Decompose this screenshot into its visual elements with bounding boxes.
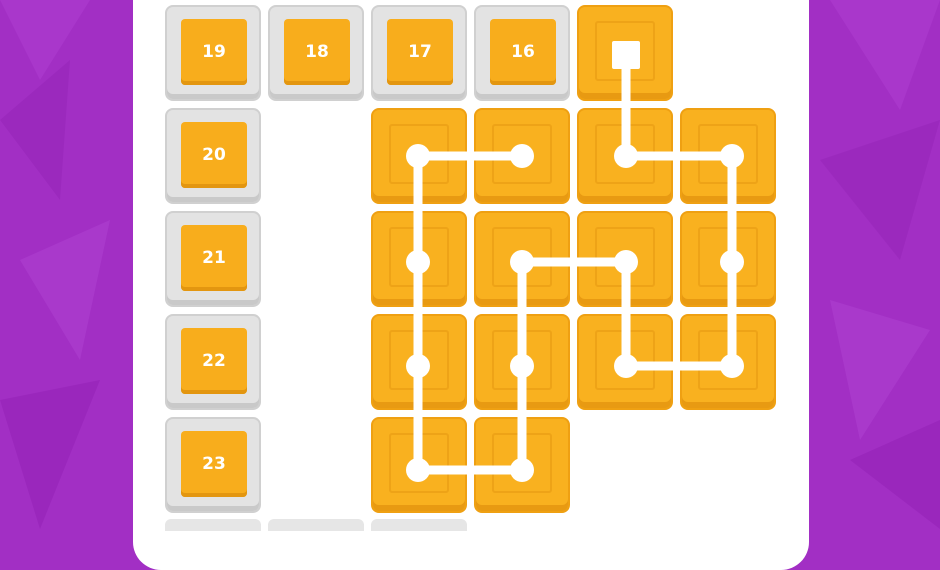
number-tile: 17 [387, 19, 453, 85]
cell-inner [698, 124, 758, 184]
numbered-cell[interactable]: 17 [371, 5, 467, 101]
filled-cell[interactable] [577, 5, 673, 101]
numbered-cell[interactable]: 19 [165, 5, 261, 101]
cell-inner [492, 433, 552, 493]
number-tile: 16 [490, 19, 556, 85]
filled-cell[interactable] [371, 211, 467, 307]
number-tile: 19 [181, 19, 247, 85]
cell-inner [492, 330, 552, 390]
filled-cell[interactable] [577, 314, 673, 410]
filled-cell[interactable] [680, 211, 776, 307]
grid-cell-partial [371, 519, 467, 531]
numbered-cell[interactable]: 16 [474, 5, 570, 101]
filled-cell[interactable] [680, 314, 776, 410]
numbered-cell[interactable]: 22 [165, 314, 261, 410]
cell-inner [595, 330, 655, 390]
cell-inner [698, 330, 758, 390]
grid-cell-partial [268, 519, 364, 531]
cell-inner [389, 433, 449, 493]
cell-inner [595, 21, 655, 81]
number-tile: 21 [181, 225, 247, 291]
cell-inner [595, 227, 655, 287]
numbered-cell[interactable]: 21 [165, 211, 261, 307]
number-tile: 22 [181, 328, 247, 394]
cell-inner [492, 227, 552, 287]
cell-inner [698, 227, 758, 287]
filled-cell[interactable] [577, 108, 673, 204]
numbered-cell[interactable]: 23 [165, 417, 261, 513]
filled-cell[interactable] [680, 108, 776, 204]
filled-cell[interactable] [371, 417, 467, 513]
filled-cell[interactable] [371, 108, 467, 204]
number-tile: 20 [181, 122, 247, 188]
filled-cell[interactable] [474, 108, 570, 204]
cell-inner [389, 124, 449, 184]
filled-cell[interactable] [474, 211, 570, 307]
filled-cell[interactable] [371, 314, 467, 410]
filled-cell[interactable] [474, 417, 570, 513]
cell-inner [389, 227, 449, 287]
cell-inner [595, 124, 655, 184]
cell-inner [389, 330, 449, 390]
filled-cell[interactable] [474, 314, 570, 410]
number-tile: 18 [284, 19, 350, 85]
cell-inner [492, 124, 552, 184]
grid-cell-partial [165, 519, 261, 531]
number-tile: 23 [181, 431, 247, 497]
numbered-cell[interactable]: 20 [165, 108, 261, 204]
filled-cell[interactable] [577, 211, 673, 307]
numbered-cell[interactable]: 18 [268, 5, 364, 101]
